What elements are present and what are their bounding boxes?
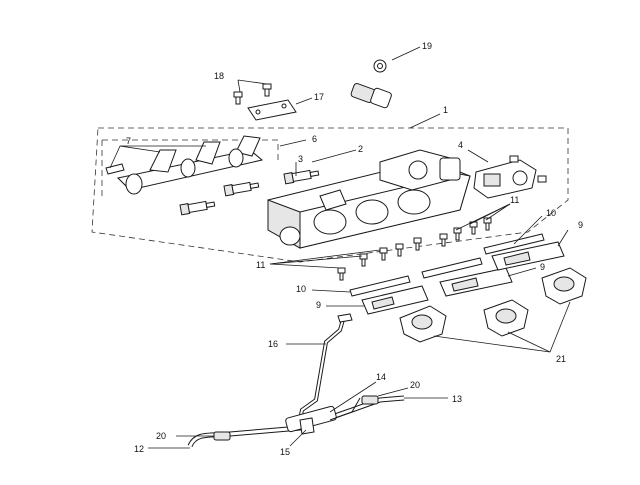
breather-pipe <box>298 313 353 421</box>
gasket-plates <box>361 241 565 315</box>
callout-20-left: 20 <box>156 431 166 441</box>
callout-3: 3 <box>298 154 303 164</box>
callout-21: 21 <box>556 354 566 364</box>
callout-10-lower: 10 <box>296 284 306 294</box>
callout-11-upper: 11 <box>510 195 519 205</box>
callout-15: 15 <box>280 447 290 457</box>
fuel-injectors <box>179 169 320 216</box>
throttle-sensor <box>473 155 547 199</box>
leader-lines <box>109 46 571 449</box>
callout-6: 6 <box>312 134 317 144</box>
callout-2: 2 <box>358 144 363 154</box>
mounting-screws <box>337 217 492 281</box>
callout-labels: 1 2 3 4 6 7 9 9 9 10 10 11 11 12 13 14 1… <box>126 41 583 457</box>
callout-7: 7 <box>126 136 131 146</box>
fuel-hose <box>241 38 392 109</box>
callout-9-upper: 9 <box>578 220 583 230</box>
hose-bracket <box>247 99 297 121</box>
callout-16: 16 <box>268 339 278 349</box>
callout-14: 14 <box>376 372 386 382</box>
callout-11-lower: 11 <box>256 260 265 270</box>
callout-20-right: 20 <box>410 380 420 390</box>
throttle-body <box>267 149 471 249</box>
callout-4: 4 <box>458 140 463 150</box>
callout-9-middle: 9 <box>540 262 545 272</box>
vacuum-hose-assembly <box>187 395 405 448</box>
callout-1: 1 <box>443 105 448 115</box>
callout-17: 17 <box>314 92 324 102</box>
intake-rubbers <box>399 267 587 343</box>
callout-10-upper: 10 <box>546 208 556 218</box>
fuel-rail <box>105 135 264 195</box>
bracket-bolts <box>233 83 272 105</box>
callout-12: 12 <box>134 444 144 454</box>
callout-19: 19 <box>422 41 432 51</box>
fuel-rail-sub-boundary <box>101 139 279 196</box>
assembly-boundary <box>91 127 569 263</box>
callout-9-lower: 9 <box>316 300 321 310</box>
callout-13: 13 <box>452 394 462 404</box>
callout-18: 18 <box>214 71 224 81</box>
